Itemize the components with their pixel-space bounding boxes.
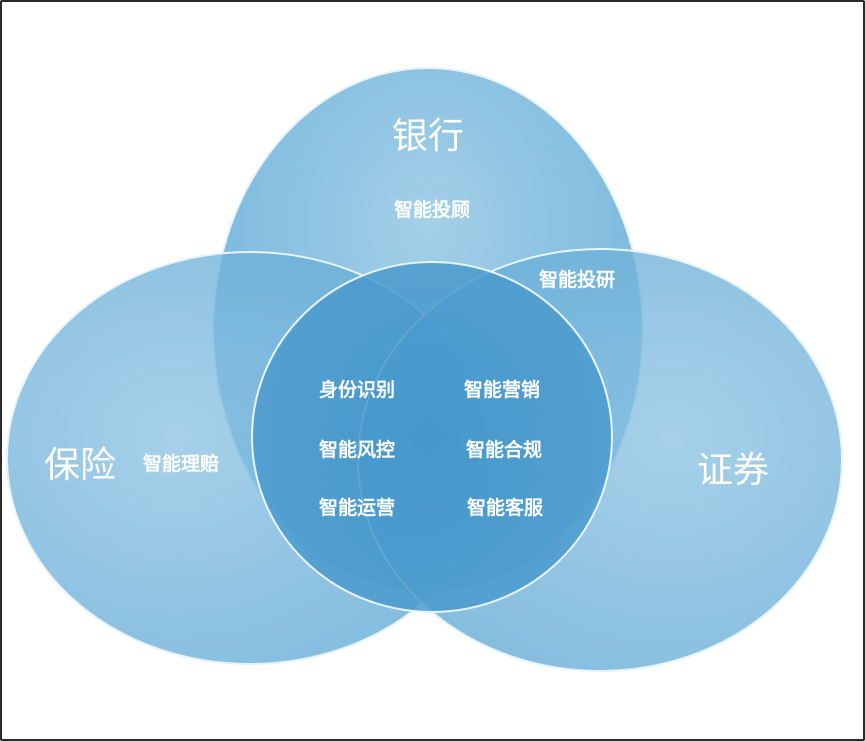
bank-securities-item-smart-research: 智能投研 <box>539 268 615 291</box>
center-item-smart-marketing: 智能营销 <box>464 378 540 401</box>
bank-item-robo-advisor: 智能投顾 <box>394 198 470 221</box>
center-overlap-region <box>251 261 613 613</box>
insurance-item-smart-claims: 智能理赔 <box>143 452 219 475</box>
set-label-bank: 银行 <box>392 116 464 157</box>
center-item-smart-operations: 智能运营 <box>319 496 395 519</box>
set-label-insurance: 保险 <box>44 445 116 486</box>
center-item-identity-verification: 身份识别 <box>319 378 395 401</box>
center-item-smart-risk-control: 智能风控 <box>319 438 395 461</box>
center-item-smart-compliance: 智能合规 <box>466 438 542 461</box>
set-label-securities: 证券 <box>697 450 769 491</box>
center-item-smart-customer-service: 智能客服 <box>467 496 544 519</box>
